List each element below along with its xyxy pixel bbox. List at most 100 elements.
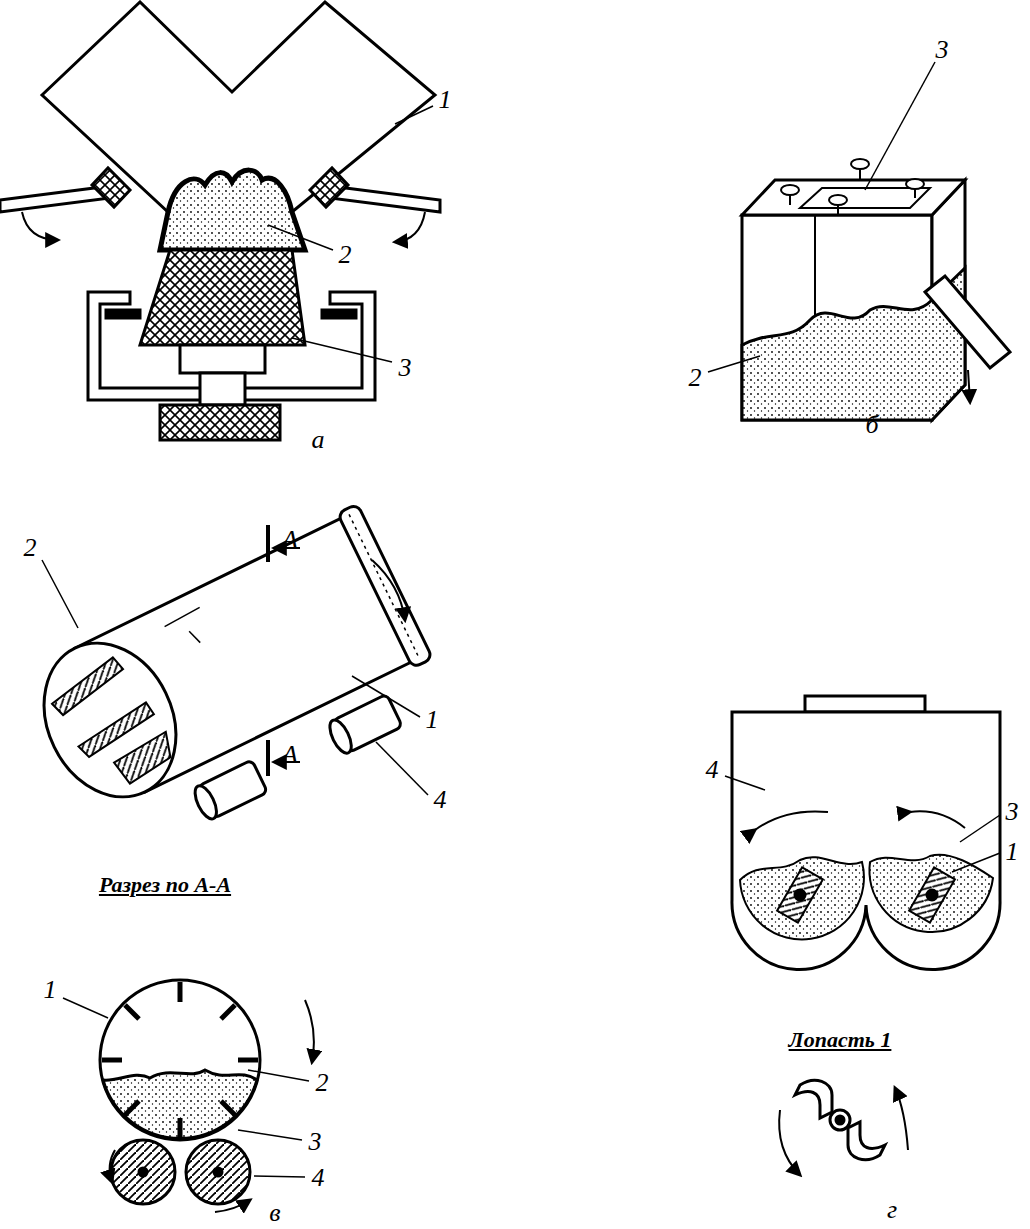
figure-c-part <box>102 982 258 1138</box>
figure-c-part <box>17 504 454 868</box>
figure-b-part-part <box>829 195 847 205</box>
figure-b-part <box>925 276 1010 368</box>
figure-b-part-part <box>851 159 869 169</box>
figure-c-part <box>63 998 108 1018</box>
section-caption: Разрез по А-А <box>99 874 231 896</box>
callout-number: 3 <box>399 355 412 381</box>
figure-d-part <box>740 857 864 939</box>
figure-d-part <box>777 867 823 922</box>
callout-number: 4 <box>434 787 447 813</box>
figure-c-part <box>248 1070 309 1081</box>
callout-number: 2 <box>339 242 352 268</box>
figure-c-part-part <box>125 1101 139 1115</box>
callout-number: 3 <box>309 1129 322 1155</box>
callout-number: 1 <box>1006 839 1019 865</box>
figure-c-part-part <box>337 504 432 668</box>
figure-b-part <box>968 370 970 402</box>
figure-d-part <box>732 712 1000 970</box>
figure-a-part <box>160 170 305 250</box>
figure-c-part <box>111 1140 175 1204</box>
figure-a-part <box>322 310 356 318</box>
figure-b <box>708 62 1010 420</box>
figure-b-part <box>814 215 816 330</box>
figure-c-part-part <box>238 1058 258 1063</box>
figure-c-part-part <box>349 514 419 658</box>
figure-c-part <box>42 560 78 628</box>
figure-a-part <box>200 373 245 405</box>
figure-c-part <box>266 740 270 776</box>
section-mark: А <box>282 742 298 768</box>
figure-d-part <box>795 890 805 900</box>
callout-number: 4 <box>312 1165 325 1191</box>
figure-b-part <box>742 180 965 215</box>
figure-a-part <box>106 310 140 318</box>
figure-c-part <box>266 525 270 562</box>
figure-c-part <box>100 980 260 1140</box>
callout-number: 3 <box>1006 799 1019 825</box>
figure-d-part <box>725 776 765 790</box>
figure-c-part-part <box>191 783 221 822</box>
section-mark: А <box>282 527 298 553</box>
figure-letter: б <box>865 412 878 438</box>
figure-c-part <box>376 742 428 795</box>
callout-number: 2 <box>316 1070 329 1096</box>
figure-letter: г <box>887 1197 897 1223</box>
figure-c-part-part <box>102 1058 122 1063</box>
figure-a-part <box>180 345 265 373</box>
figure-a-part <box>22 212 58 240</box>
figure-c-part-part <box>178 982 183 1002</box>
figure-b-part-part <box>906 179 924 189</box>
figure-d-part <box>910 811 965 828</box>
figure-d-part <box>830 1110 850 1130</box>
figure-c-part-part <box>164 607 201 626</box>
callout-number: 1 <box>44 977 57 1003</box>
figure-c-part <box>186 1140 250 1204</box>
detail-caption: Лопасть 1 <box>789 1029 892 1051</box>
figure-d-part <box>895 1088 908 1150</box>
figure-c-part <box>139 1168 147 1176</box>
figure-a-part <box>268 225 333 250</box>
figure-c-part <box>214 1168 222 1176</box>
figure-a-part <box>140 250 305 345</box>
figure-c-part-part <box>19 621 201 819</box>
figure-a-part <box>92 168 130 207</box>
figure-c-part-part <box>178 1118 183 1138</box>
callout-number: 2 <box>24 535 37 561</box>
figure-d-part <box>927 890 937 900</box>
figure-d-part <box>755 811 828 830</box>
figure-d-part <box>960 815 1000 842</box>
figure-a-part <box>160 405 280 440</box>
figure-c-part <box>305 1000 314 1062</box>
figure-c-part <box>238 1130 302 1140</box>
figure-a-part <box>395 106 433 124</box>
callout-number: 1 <box>439 87 452 113</box>
figure-c-part-part <box>112 732 180 786</box>
figure-c-part-part <box>45 656 129 718</box>
figure-b-part <box>800 188 930 208</box>
figure-letter: а <box>312 427 325 453</box>
figure-b-part <box>781 159 924 214</box>
figure-d-part <box>869 855 993 932</box>
figure-d-part <box>836 1116 844 1124</box>
figure-d-part <box>909 867 955 922</box>
figure-a-part <box>330 186 440 212</box>
figure-b-part <box>865 62 935 190</box>
callout-number: 2 <box>689 365 702 391</box>
figure-a-part <box>0 186 110 212</box>
figure-c-part-part <box>221 1101 235 1115</box>
figure-letter: в <box>269 1200 280 1226</box>
callout-number: 4 <box>706 757 719 783</box>
figure-c <box>17 504 454 1212</box>
figure-a-part <box>310 168 348 207</box>
figure-d-part <box>848 1122 885 1160</box>
figure-d-part <box>795 1080 832 1118</box>
figure-a-part <box>292 338 392 362</box>
figure-c-part <box>110 1150 115 1182</box>
callout-number: 1 <box>426 707 439 733</box>
figure-d-part <box>952 853 1000 872</box>
figure-c-part <box>215 1200 250 1212</box>
figure-c-part <box>372 560 405 620</box>
figure-c-part-part <box>189 629 200 645</box>
figure-c-part-part <box>221 1005 235 1019</box>
